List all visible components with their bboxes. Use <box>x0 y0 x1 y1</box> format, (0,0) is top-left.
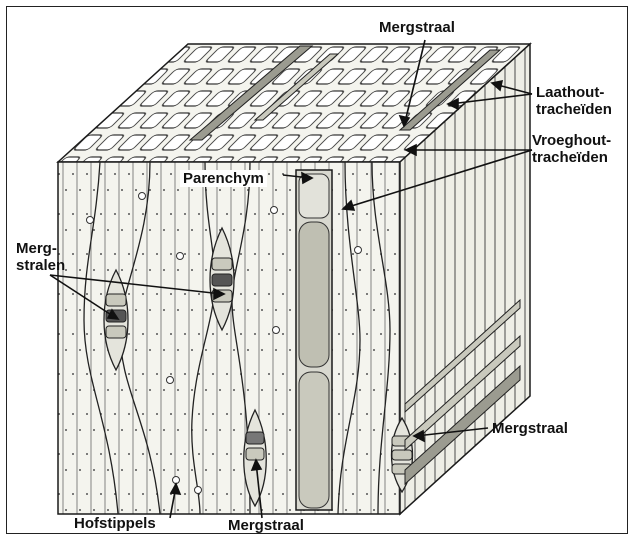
label-mergstraal-top: Mergstraal <box>379 19 455 36</box>
label-mergstraal-right: Mergstraal <box>492 420 568 437</box>
label-laathout-tracheiden: Laathout- tracheïden <box>536 84 612 118</box>
label-parenchym: Parenchym <box>180 170 267 187</box>
label-hofstippels: Hofstippels <box>74 515 156 532</box>
label-vroeghout-tracheiden: Vroeghout- tracheïden <box>532 132 611 166</box>
label-mergstraal-bottom: Mergstraal <box>228 517 304 534</box>
label-mergstralen: Merg- stralen <box>16 240 65 274</box>
